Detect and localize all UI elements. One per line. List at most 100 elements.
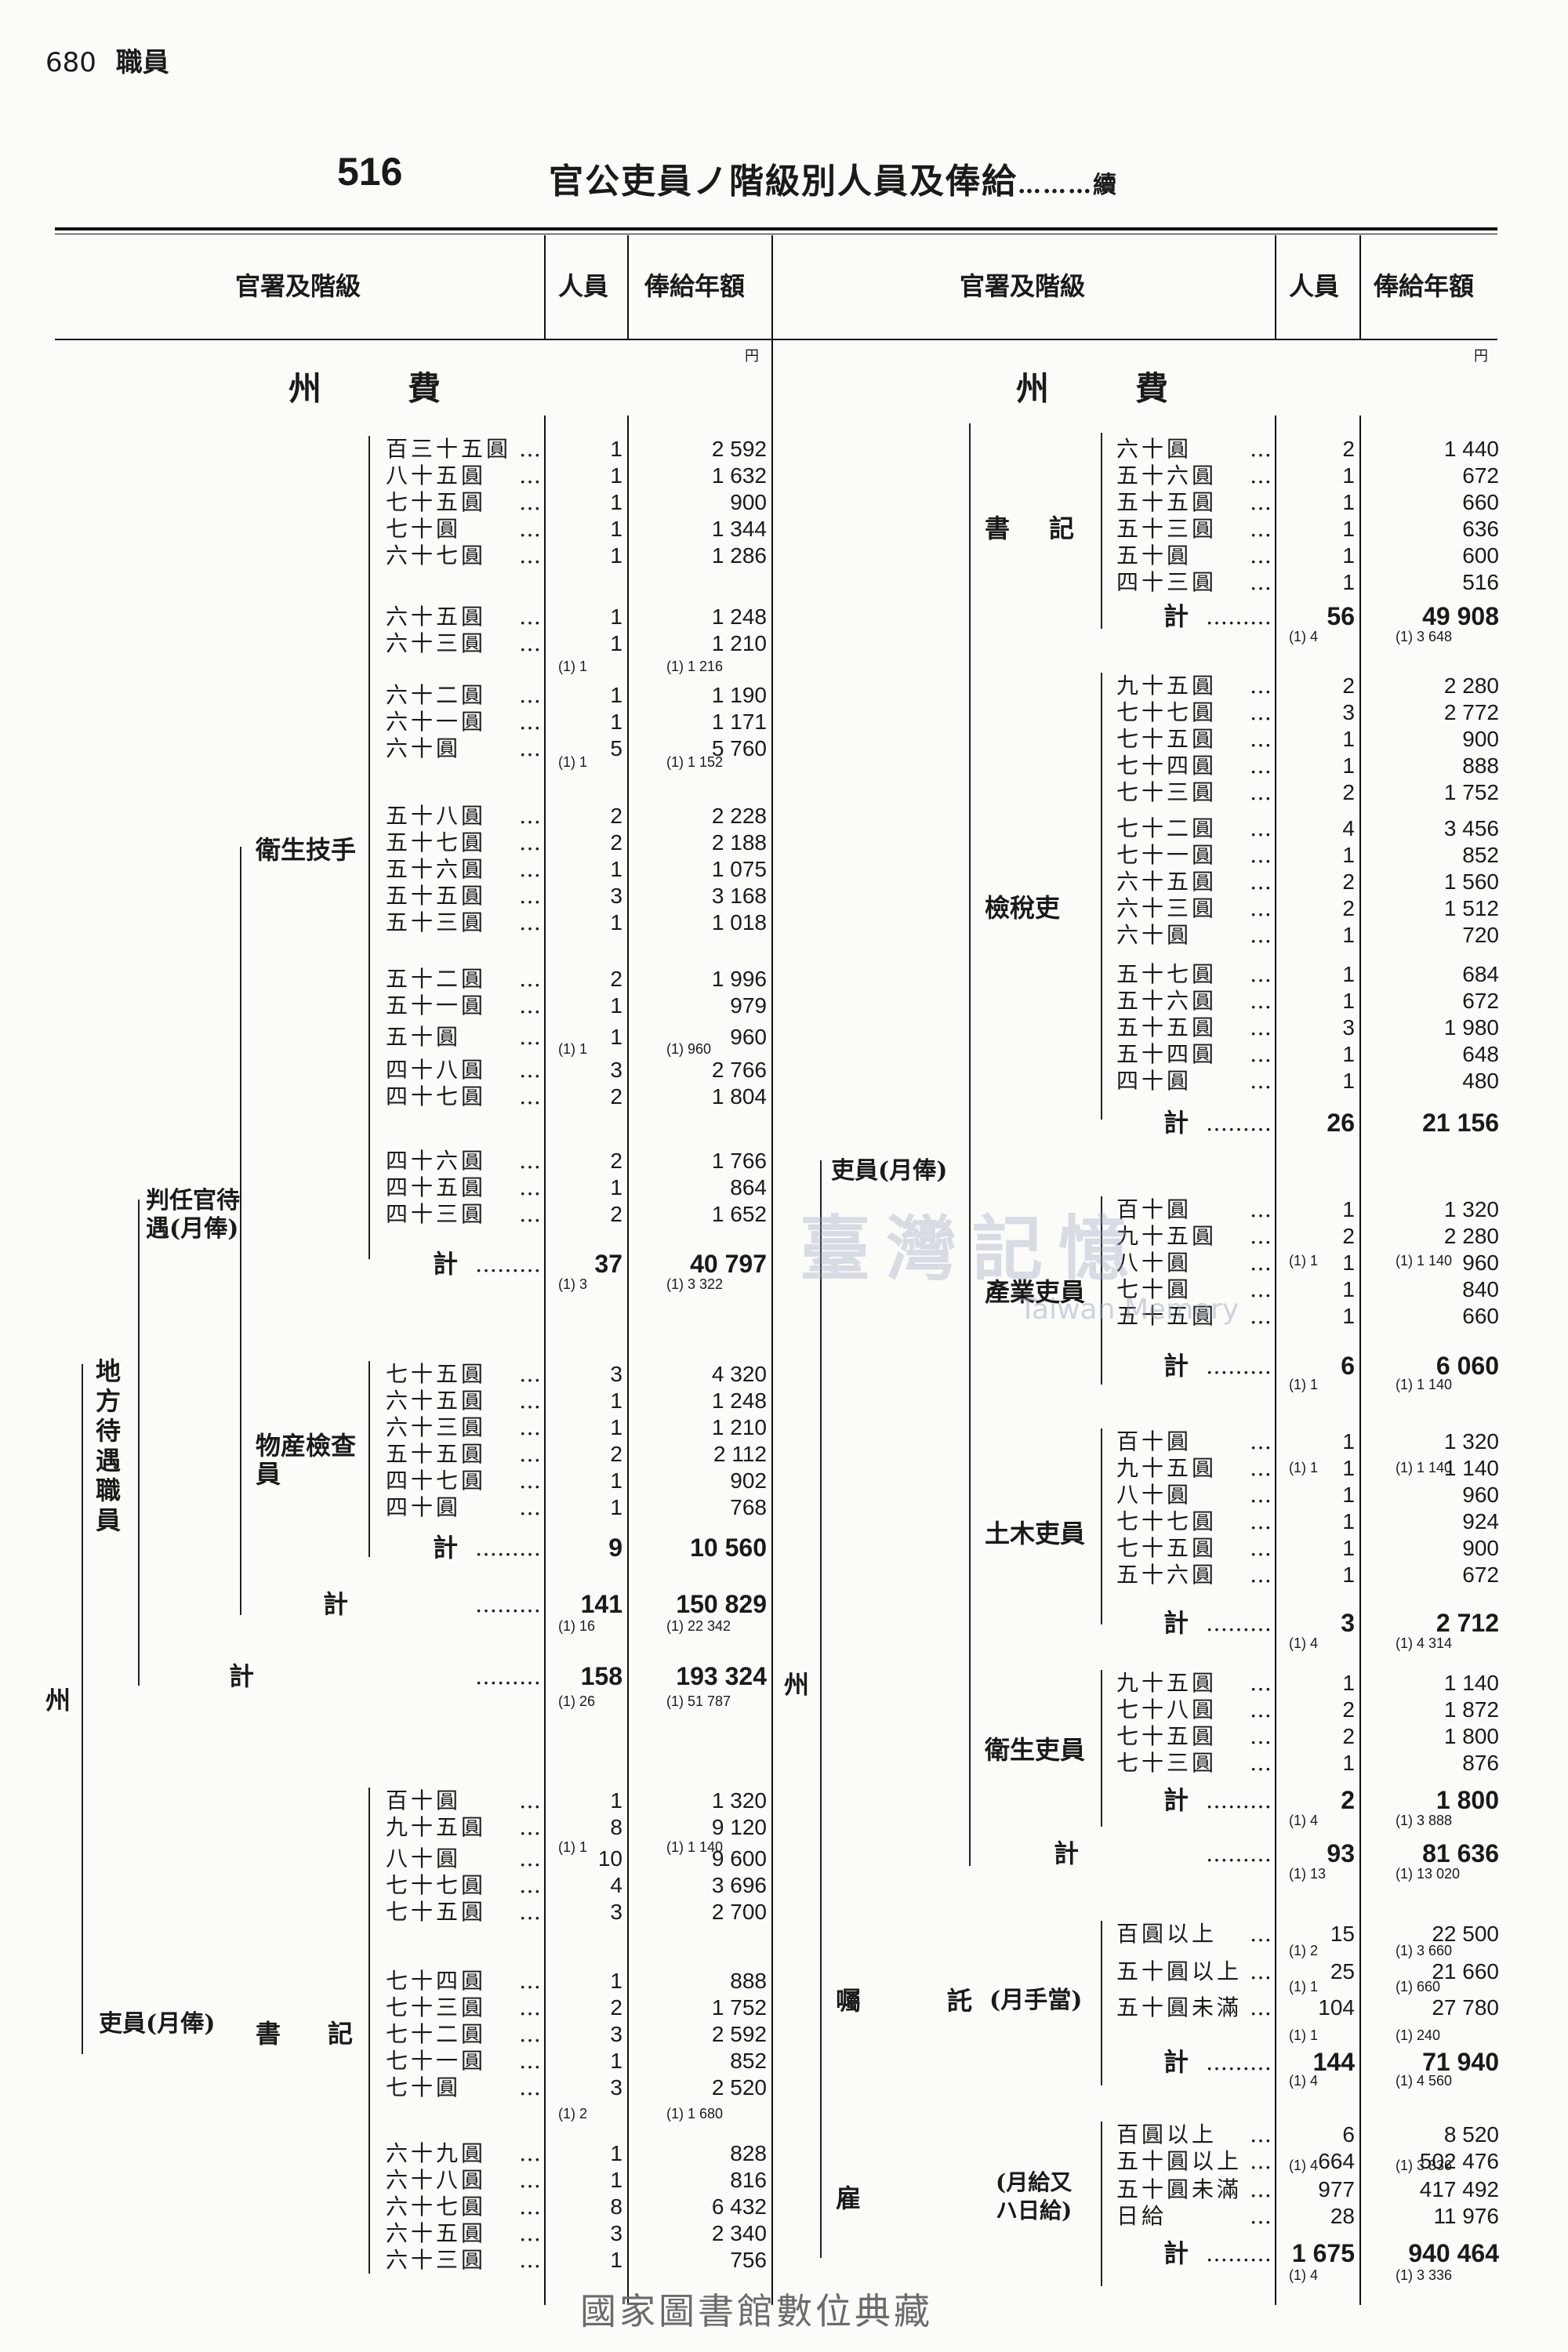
right-persons-cell: 2	[1342, 780, 1355, 804]
left-row-label-text: 計	[433, 1249, 462, 1279]
right-persons-cell: 1	[1342, 543, 1355, 568]
right-row-label-text: 四十三圓	[1116, 569, 1218, 595]
right-shoki-label: 書記	[985, 514, 1114, 543]
header-persons-right: 人員	[1289, 271, 1340, 301]
right-salary-cell: 21 660	[1432, 1959, 1499, 1984]
right-persons-cell: 2	[1342, 869, 1355, 894]
right-persons-cell: 56	[1327, 602, 1355, 630]
leader-dots: …	[519, 709, 541, 735]
left-salary-cell: 1 286	[711, 543, 767, 568]
left-persons-cell: 2	[610, 1442, 622, 1466]
right-grade-label: 五十七圓…	[1116, 961, 1272, 987]
left-row-label-text: 五十五圓	[386, 1441, 487, 1467]
left-grade-label: 百十圓…	[386, 1788, 541, 1813]
leader-dots: …	[519, 2247, 541, 2273]
left-grade-label: 七十圓…	[386, 516, 541, 542]
right-sub-persons: (1) 4	[1289, 2158, 1319, 2173]
right-grade-label: 五十圓以上…	[1116, 2148, 1272, 2174]
left-persons-cell: 141	[580, 1590, 622, 1618]
right-sub-salary: (1) 660	[1396, 1979, 1441, 1994]
right-row-label-text: 七十一圓	[1116, 842, 1218, 868]
left-grade-label: 七十一圓…	[386, 2048, 541, 2074]
left-persons-cell: 9	[608, 1534, 622, 1562]
right-salary-cell: 1 752	[1443, 780, 1499, 804]
left-grade-label: 六十五圓…	[386, 604, 541, 630]
right-row-label-text: 七十二圓	[1116, 815, 1218, 841]
leader-dots: …	[1250, 1697, 1272, 1722]
leader-dots: …	[519, 2167, 541, 2193]
leader-dots: …	[519, 856, 541, 882]
right-persons-cell: 28	[1330, 2204, 1355, 2228]
header-rule	[55, 339, 1497, 340]
right-persons-cell: 6	[1341, 1352, 1355, 1380]
right-row-label-text: 五十六圓	[1116, 463, 1218, 488]
leader-dots: …	[1250, 1068, 1272, 1094]
right-sub-salary: (1) 4 560	[1396, 2073, 1453, 2089]
leader-dots: …	[519, 2194, 541, 2220]
right-row-label-text: 計	[1163, 1608, 1192, 1638]
left-salary-cell: 1 766	[711, 1149, 767, 1173]
right-row-label-text: 百十圓	[1116, 1428, 1192, 1454]
right-persons-cell: 25	[1330, 1959, 1355, 1984]
left-row-label-text: 七十五圓	[386, 1361, 487, 1387]
left-grade-label: 七十五圓…	[386, 1899, 541, 1925]
leader-dots: …	[1250, 922, 1272, 948]
right-sub-persons: (1) 1	[1289, 1979, 1319, 1994]
left-total-label: 計………	[386, 1249, 541, 1279]
left-persons-cell: 3	[610, 1058, 622, 1082]
left-persons-cell: 1	[610, 2141, 622, 2165]
left-total-label: 計………	[323, 1592, 541, 1618]
right-row-label-text: 七十七圓	[1116, 699, 1218, 725]
left-row-label-text: 四十三圓	[386, 1201, 487, 1227]
left-row-label-text: 七十三圓	[386, 1994, 487, 2020]
right-persons-cell: 2	[1342, 1224, 1355, 1248]
left-grade-label: 八十圓…	[386, 1846, 541, 1871]
leader-dots: …	[519, 1024, 541, 1050]
left-grade-label: 七十五圓…	[386, 489, 541, 515]
left-salary-cell: 1 018	[711, 910, 767, 935]
leader-dots: …	[519, 489, 541, 515]
right-salary-cell: 71 940	[1422, 2048, 1499, 2076]
left-sub-persons: (1) 1	[558, 659, 588, 674]
right-persons-cell: 26	[1327, 1109, 1355, 1137]
left-persons-cell: 1	[610, 1495, 622, 1519]
left-persons-cell: 1	[610, 1025, 622, 1049]
table-title-text: 官公吏員ノ階級別人員及俸給	[549, 162, 1018, 201]
left-salary-cell: 10 560	[690, 1534, 767, 1562]
leader-dots: …	[519, 1788, 541, 1813]
right-salary-cell: 1 560	[1443, 869, 1499, 894]
right-persons-cell: 3	[1342, 1015, 1355, 1040]
left-row-label-text: 七十四圓	[386, 1968, 487, 1994]
right-row-label-text: 五十五圓	[1116, 489, 1218, 515]
left-grade-label: 六十一圓…	[386, 709, 541, 735]
right-grade-label: 百十圓…	[1116, 1196, 1272, 1222]
watermark-text: 臺灣記憶	[800, 1207, 1145, 1290]
left-sub-persons: (1) 16	[558, 1618, 596, 1634]
right-salary-cell: 417 492	[1419, 2177, 1499, 2201]
left-row-label-text: 百三十五圓	[386, 436, 512, 462]
right-salary-cell: 1 440	[1443, 437, 1499, 461]
right-persons-cell: 2	[1341, 1786, 1355, 1814]
right-sub-persons: (1) 1	[1289, 2027, 1319, 2043]
left-row-label-text: 五十圓	[386, 1024, 462, 1050]
left-persons-cell: 1	[610, 683, 622, 707]
left-row-label-text: 四十五圓	[386, 1174, 487, 1200]
left-row-label-text: 六十二圓	[386, 682, 487, 708]
right-grade-label: 七十五圓…	[1116, 726, 1272, 752]
left-salary-cell: 2 188	[711, 830, 767, 855]
left-salary-cell: 2 228	[711, 804, 767, 828]
leader-dots: …	[1250, 895, 1272, 921]
right-sub-salary: (1) 1 140	[1396, 1253, 1453, 1269]
right-salary-cell: 960	[1462, 1483, 1499, 1507]
leader-dots: …	[1250, 726, 1272, 752]
left-persons-cell: 1	[610, 1969, 622, 1993]
right-kenzei-brace	[1101, 673, 1102, 1120]
left-salary-cell: 1 190	[711, 683, 767, 707]
left-salary-cell: 5 760	[711, 736, 767, 760]
right-persons-cell: 664	[1318, 2149, 1355, 2173]
right-sub-persons: (1) 4	[1289, 1813, 1319, 1828]
right-salary-cell: 2 280	[1443, 1224, 1499, 1248]
left-persons-cell: 1	[610, 463, 622, 488]
leader-dots: …	[1250, 1303, 1272, 1329]
leader-dots: …	[1250, 961, 1272, 987]
